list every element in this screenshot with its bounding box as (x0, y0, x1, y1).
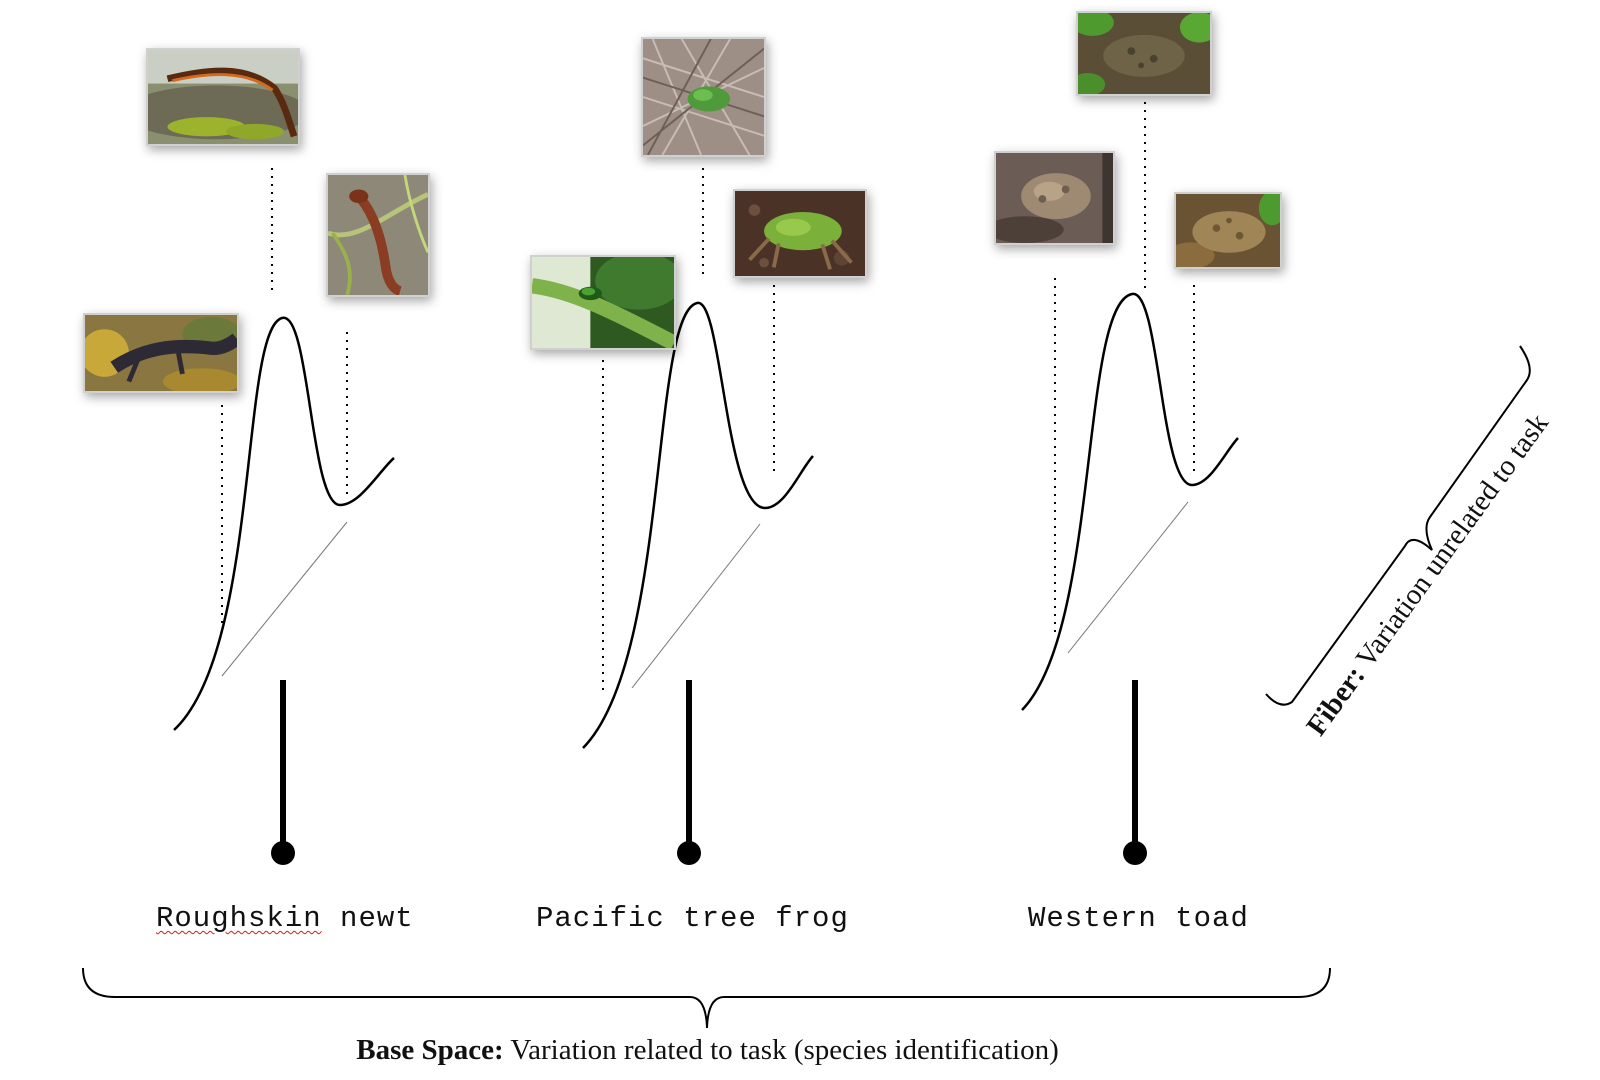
species-name-first: Pacific (536, 902, 665, 935)
species-name-first: Western (1028, 902, 1157, 935)
photo-toad-on-mud (994, 151, 1115, 245)
species-label-pacific-tree-frog: Pacific tree frog (536, 902, 849, 935)
base-space-caption: Base Space: Variation related to task (s… (0, 1034, 1415, 1067)
photo-newt-on-mossy-rock (146, 48, 300, 146)
fiber-diagonal-frog (631, 523, 761, 689)
fiber-diagonal-toad (1067, 501, 1189, 654)
fiber-curve-newt (173, 316, 395, 731)
photo-dark-newt-on-leaves (83, 313, 239, 393)
species-label-roughskin-newt: Roughskin newt (156, 902, 414, 935)
species-name-first: Roughskin (156, 902, 322, 935)
fiber-newt (173, 168, 395, 865)
species-name-rest: toad (1156, 902, 1249, 935)
base-point-frog (677, 841, 701, 865)
species-name-rest: tree frog (664, 902, 849, 935)
fiber-brace (1265, 345, 1531, 706)
photo-newt-in-water (326, 173, 430, 297)
photo-green-frog-on-soil (733, 189, 867, 278)
species-label-western-toad: Western toad (1028, 902, 1249, 935)
fiber-frog (582, 168, 814, 865)
fiber-curve-toad (1021, 292, 1239, 711)
species-name-rest: newt (321, 902, 414, 935)
fiber-curve-frog (582, 301, 814, 749)
photo-green-frog-in-grass (641, 37, 766, 157)
base-space-brace (82, 967, 1331, 1029)
fiber-toad (1021, 102, 1239, 865)
base-space-caption-bold: Base Space: (356, 1034, 504, 1066)
base-space-caption-text: Variation related to task (species ident… (503, 1034, 1059, 1066)
photo-small-frog-on-stem (530, 255, 676, 350)
base-point-newt (271, 841, 295, 865)
photo-toad-among-leaves (1076, 11, 1212, 96)
fiber-diagonal-newt (221, 521, 348, 677)
photo-brown-toad-on-leaves (1174, 192, 1282, 269)
base-point-toad (1123, 841, 1147, 865)
